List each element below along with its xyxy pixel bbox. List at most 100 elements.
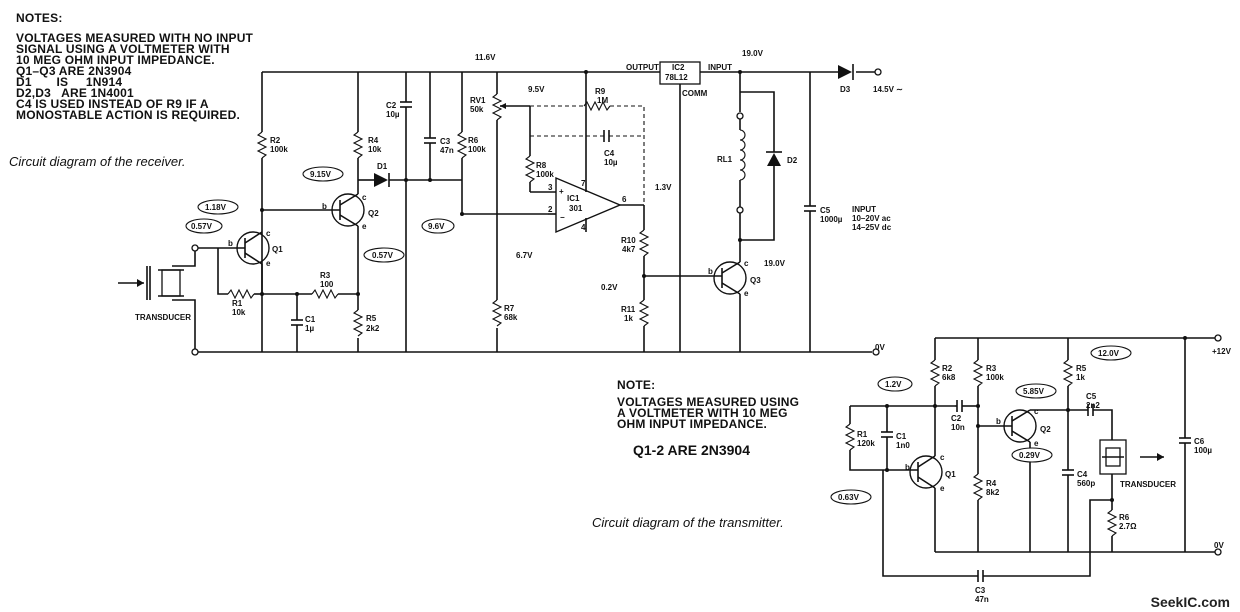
tx-transistor-q1: b c e Q1 [905,406,956,552]
transmitter-transistors-note: Q1-2 ARE 2N3904 [633,442,750,458]
tx-q1-label: Q1 [945,470,956,479]
tx-c2-value: 10n [951,423,965,432]
voltage-0-2v: 0.2V [601,283,618,292]
q2-base: b [322,202,327,211]
r7-value: 68k [504,313,518,322]
ic1-label: IC1 [567,194,580,203]
tx-c3-label: C3 [975,586,986,595]
transmitter-note-line: A VOLTMETER WITH 10 MEG [617,406,788,420]
r2-label: R2 [270,136,281,145]
tx-q1-emitter: e [940,484,945,493]
tx-r3-value: 100k [986,373,1004,382]
tx-ground-label: 0V [1214,541,1224,550]
c4-label: C4 [604,149,615,158]
voltage-9-15v: 9.15V [310,170,332,179]
receiver-transducer-label: TRANSDUCER [135,313,191,322]
ic1-pin6: 6 [622,195,627,204]
tx-r6-label: R6 [1119,513,1130,522]
ic2-label: IC2 [672,63,685,72]
receiver-note-line: SIGNAL USING A VOLTMETER WITH [16,42,230,56]
transmitter-note-line: OHM INPUT IMPEDANCE. [617,417,768,431]
r4-label: R4 [368,136,379,145]
c5-value: 1000µ [820,215,843,224]
q1-emitter: e [266,259,271,268]
voltage-19v: 19.0V [742,49,764,58]
r7-label: R7 [504,304,515,313]
transmitter-caption: Circuit diagram of the transmitter. [592,515,784,530]
transmitter-circuit: +12V 0V R2 6k8 R1 120k C1 1n0 [830,334,1232,604]
d1-label: D1 [377,162,388,171]
r2-value: 100k [270,145,288,154]
tx-r5-label: R5 [1076,364,1087,373]
input-spec-line: INPUT [852,205,876,214]
c1-label: C1 [305,315,316,324]
tx-q2-collector: c [1034,407,1039,416]
r10-label: R10 [621,236,636,245]
diode-d3: D3 [838,64,854,94]
tx-c4-label: C4 [1077,470,1088,479]
rv1-label: RV1 [470,96,486,105]
voltage-19v-collector: 19.0V [764,259,786,268]
c1-value: 1µ [305,324,314,333]
regulator-ic2: IC2 78L12 OUTPUT INPUT COMM [626,61,732,352]
voltage-1-18v: 1.18V [205,203,227,212]
q2-label: Q2 [368,209,379,218]
receiver-note-line: D2,D3 ARE 1N4001 [16,86,134,100]
svg-text:−: − [560,213,565,222]
r8-label: R8 [536,161,547,170]
transmitter-note-line: VOLTAGES MEASURED USING [617,395,800,409]
tx-r1-label: R1 [857,430,868,439]
r3-label: R3 [320,271,331,280]
tx-transducer-label: TRANSDUCER [1120,480,1176,489]
ic1-pin7: 7 [581,179,586,188]
c5-label: C5 [820,206,831,215]
q3-emitter: e [744,289,749,298]
r5-value: 2k2 [366,324,380,333]
c4-value: 10µ [604,158,618,167]
r6-label: R6 [468,136,479,145]
q2-emitter: e [362,222,367,231]
tx-transducer: TRANSDUCER [1099,439,1176,500]
plus12v-label: +12V [1212,347,1232,356]
receiver-notes: NOTES: VOLTAGES MEASURED WITH NO INPUT S… [16,12,253,121]
tx-q1-base: b [905,463,910,472]
input-spec-line: 14–25V dc [852,223,892,232]
opamp-ic1: + − IC1 301 3 2 7 6 4 [530,72,644,234]
q1-base: b [228,239,233,248]
tx-c5-value: 2n2 [1086,401,1100,410]
tx-r4-value: 8k2 [986,488,1000,497]
ic1-pin4: 4 [581,223,586,232]
tx-r5-value: 1k [1076,373,1085,382]
input-spec-line: 10–20V ac [852,214,891,223]
voltage-0-57v: 0.57V [191,222,213,231]
transmitter-note-line: NOTE: [617,378,656,392]
voltage-9-6v: 9.6V [428,222,445,231]
tx-r4-label: R4 [986,479,997,488]
tx-c1-label: C1 [896,432,907,441]
r1-label: R1 [232,299,243,308]
transistor-q1: b c e Q1 [218,229,283,294]
c3-value: 47n [440,146,454,155]
ic1-pin3: 3 [548,183,553,192]
receiver-transducer: TRANSDUCER [118,244,218,356]
r11-value: 1k [624,314,633,323]
d2-label: D2 [787,156,798,165]
tx-voltage-0-29v: 0.29V [1019,451,1041,460]
receiver-circuit: D3 14.5V ∼ 0V IC2 78L12 OUTPUT INPUT COM… [118,49,903,356]
tx-r2-label: R2 [942,364,953,373]
receiver-caption: Circuit diagram of the receiver. [9,154,186,169]
transistor-q2: b c e Q2 [262,193,379,300]
rl1-label: RL1 [717,155,733,164]
transistor-q3: b c e Q3 [644,259,761,352]
r5-label: R5 [366,314,377,323]
r11-label: R11 [621,305,636,314]
rv1-value: 50k [470,105,484,114]
q3-collector: c [744,259,749,268]
receiver-note-line: 10 MEG OHM INPUT IMPEDANCE. [16,53,215,67]
tx-voltage-1-2v: 1.2V [885,380,902,389]
voltage-0-57v-emitter: 0.57V [372,251,394,260]
r9-label: R9 [595,87,606,96]
tx-q2-emitter: e [1034,439,1039,448]
ic2-output-pin: OUTPUT [626,63,659,72]
